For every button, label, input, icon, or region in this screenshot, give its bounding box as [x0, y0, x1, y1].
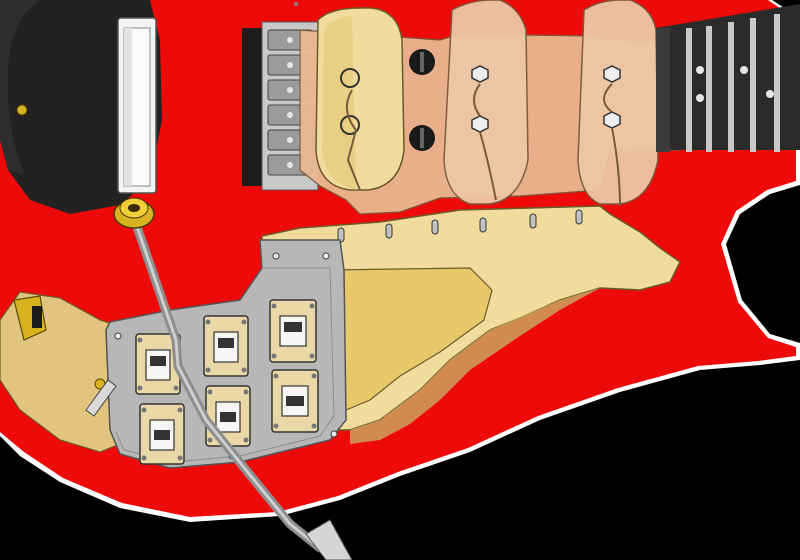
pickguard-screw [16, 104, 28, 116]
slide-switch-6[interactable] [271, 369, 319, 433]
neck-highlight [656, 28, 670, 152]
bridge-saddle-screws [287, 37, 293, 168]
tremolo-slot-shadow [124, 28, 132, 186]
tremolo-pivot-hole [128, 204, 140, 212]
slide-switch-2[interactable] [203, 315, 249, 377]
neck-pickup-wire [603, 83, 621, 207]
frets [686, 14, 780, 152]
control-plate-bevel [115, 267, 335, 463]
tremolo-arm-tip [305, 519, 353, 560]
neck-pickup-hex-screw-2 [603, 111, 621, 129]
maple-pins [337, 209, 583, 243]
middle-pickup-hex-screw-1 [471, 65, 489, 83]
body-marker-dot [294, 2, 298, 6]
middle-pickup [443, 0, 529, 205]
tremolo-arm-highlight [132, 216, 322, 550]
neck-pickup [577, 0, 659, 205]
slide-switch-3[interactable] [269, 299, 317, 363]
slide-switch-5[interactable] [205, 385, 251, 447]
neck-pickup-hex-screw-1 [603, 65, 621, 83]
output-jack-core [32, 306, 42, 328]
bridge-pickup-highlight [322, 16, 356, 190]
pickup-pole-2 [340, 115, 360, 135]
side-pin [85, 379, 117, 417]
shield-hole-slot-1 [420, 52, 424, 72]
fret-markers [696, 66, 774, 102]
maple-side-edge [350, 288, 600, 444]
middle-pickup-hex-screw-2 [471, 115, 489, 133]
slide-switch-4[interactable] [139, 403, 185, 465]
pickup-wire [345, 89, 361, 191]
shield-hole-slot-2 [420, 128, 424, 148]
pickup-pole-1 [340, 68, 360, 88]
middle-pickup-wire [473, 83, 497, 201]
pickguard-edge [0, 0, 40, 175]
